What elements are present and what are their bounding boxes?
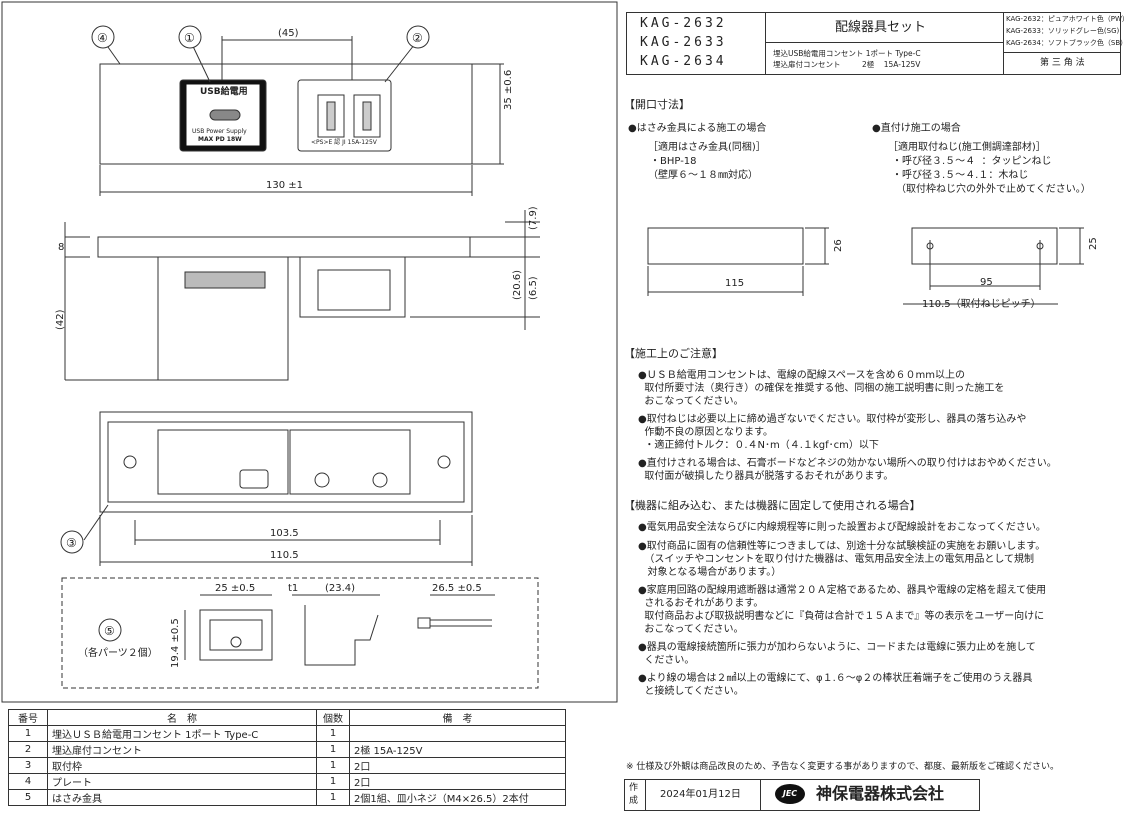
balloon-1-label: ① <box>184 31 195 45</box>
th-remarks: 備 考 <box>349 709 566 726</box>
dim-8: 8 <box>58 242 65 253</box>
desc-outlet: 埋込扉付コンセント 2極 15A-125V <box>773 60 921 69</box>
cautions-heading: 【施工上のご注意】 <box>624 347 723 360</box>
company-name: 神保電器株式会社 <box>816 784 945 803</box>
th-number: 番号 <box>8 709 48 726</box>
dim-130: 130 ±1 <box>266 180 304 191</box>
opening-right-pitch: 110.5（取付ねじピッチ） <box>922 299 1041 310</box>
dim-45: (45) <box>278 28 299 39</box>
balloon-3 <box>60 530 84 554</box>
balloon-4 <box>91 25 115 49</box>
opening-heading: 【開口寸法】 <box>624 98 690 111</box>
table-row: 5 はさみ金具 1 2個1組、皿小ネジ（M4×26.5）2本付 <box>8 789 566 806</box>
usb-spec-2: MAX PD 18W <box>198 136 242 143</box>
parts-table: 番号 名 称 個数 備 考 1 埋込ＵＳＢ給電用コンセント 1ポート Type-… <box>8 709 566 806</box>
outlet-module <box>297 79 392 152</box>
opening-diagrams <box>647 227 1084 305</box>
outlet-rating: <PS>E 認 JI 15A-125V <box>311 139 377 146</box>
created-label: 作成 <box>629 783 639 806</box>
desc-usb: 埋込USB給電用コンセント 1ポート Type-C <box>773 49 921 58</box>
th-qty: 個数 <box>316 709 350 726</box>
dim-110-5: 110.5 <box>270 550 299 561</box>
table-row: 3 取付枠 1 2口 <box>8 757 566 774</box>
plate-back-view <box>99 411 473 513</box>
variant-sb: KAG-2634：ソフトブラック色（SB） <box>1006 39 1127 47</box>
model-2: KAG-2633 <box>640 35 727 50</box>
dim-20-6: (20.6) <box>512 269 523 300</box>
dim-103-5: 103.5 <box>270 528 299 539</box>
opening-right-title: ●直付け施工の場合 <box>872 123 961 134</box>
balloon-4-label: ④ <box>97 31 108 45</box>
balloon-2 <box>406 25 430 49</box>
balloon-1 <box>178 25 202 49</box>
variant-pw: KAG-2632：ピュアホワイト色（PW） <box>1006 15 1127 23</box>
company-logo: JEC <box>775 784 805 804</box>
parts-note: （各パーツ２個） <box>78 648 158 659</box>
dim-25: 25 ±0.5 <box>215 583 256 594</box>
dim-42: (42) <box>55 309 66 330</box>
opening-right-width: 95 <box>980 277 993 288</box>
technical-drawing <box>1 1 618 703</box>
opening-left-height: 26 <box>833 239 844 252</box>
clamp-part <box>199 609 273 661</box>
table-row: 1 埋込ＵＳＢ給電用コンセント 1ポート Type-C 1 <box>8 725 566 742</box>
parts-detail-box <box>61 577 539 689</box>
table-row: 2 埋込扉付コンセント 1 2極 15A-125V <box>8 741 566 758</box>
product-title: 配線器具セット <box>835 20 927 35</box>
opening-left-title: ●はさみ金具による施工の場合 <box>628 123 767 134</box>
plate-side-view <box>97 236 471 258</box>
opening-right-height: 25 <box>1088 237 1099 250</box>
th-name: 名 称 <box>47 709 317 726</box>
balloon-5 <box>98 618 122 642</box>
opening-right-rect <box>911 227 1058 265</box>
dim-6-5: (6.5) <box>528 276 539 300</box>
balloon-5-label: ⑤ <box>104 624 115 638</box>
dim-35: 35 ±0.6 <box>503 69 514 110</box>
usb-spec-1: USB Power Supply <box>192 128 247 135</box>
opening-left-rect <box>647 227 804 265</box>
created-date: 2024年01月12日 <box>660 789 741 800</box>
dim-7-9: (7.9) <box>528 206 539 230</box>
variant-sg: KAG-2633：ソリッドグレー色(SG) <box>1006 27 1120 35</box>
equipment-heading: 【機器に組み込む、または機器に固定して使用される場合】 <box>624 499 921 512</box>
dim-t1: t1 <box>288 583 299 594</box>
dim-19-4: 19.4 ±0.5 <box>170 618 181 668</box>
table-row: 4 プレート 1 2口 <box>8 773 566 790</box>
usb-label: USB給電用 <box>200 87 248 97</box>
dim-23-4: (23.4) <box>325 583 356 594</box>
model-1: KAG-2632 <box>640 16 727 31</box>
dim-26-5: 26.5 ±0.5 <box>432 583 482 594</box>
model-3: KAG-2634 <box>640 54 727 69</box>
balloon-3-label: ③ <box>66 536 77 550</box>
projection-label: 第 三 角 法 <box>1040 58 1085 68</box>
title-block <box>626 12 1121 75</box>
footer-note: ※ 仕様及び外観は商品改良のため、予告なく変更する事がありますので、都度、最新版… <box>626 762 1060 772</box>
drawing-frame <box>1 1 618 703</box>
plate-front-view <box>99 63 473 165</box>
clip-part <box>304 605 379 666</box>
opening-left-width: 115 <box>725 278 745 289</box>
balloon-2-label: ② <box>412 31 423 45</box>
